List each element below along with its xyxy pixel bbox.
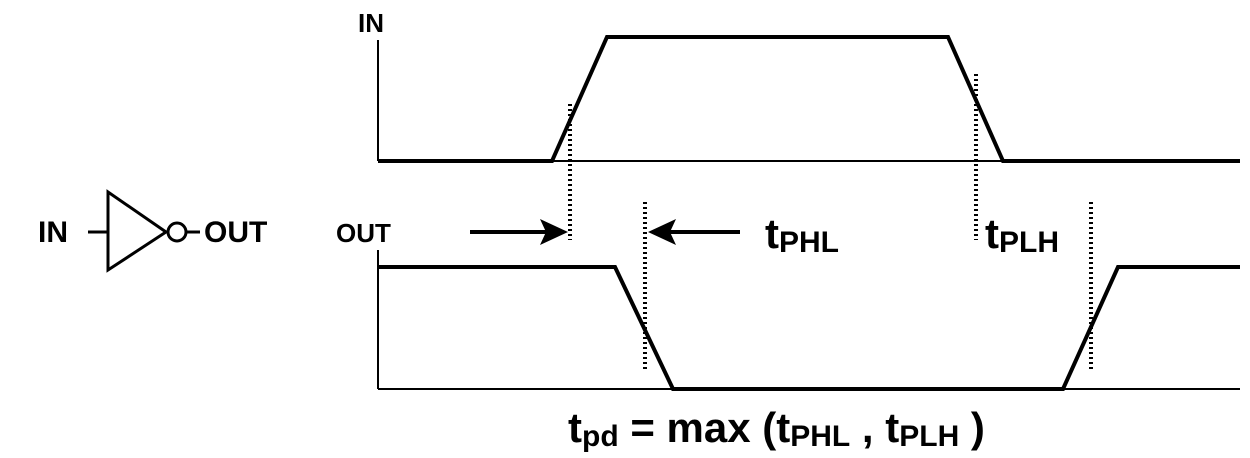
inverter-output-label: OUT: [204, 216, 267, 249]
tphl-arrows: [470, 219, 740, 245]
inverter-bubble-icon: [166, 221, 188, 243]
formula-max: max (: [667, 404, 777, 451]
input-waveform-panel: IN: [358, 8, 1240, 240]
tphl-label-sub: PHL: [779, 226, 839, 259]
formula-arg2-t: t: [885, 404, 899, 451]
output-signal-trace: [378, 265, 1240, 391]
formula-close: ): [959, 404, 985, 451]
tplh-label-t: t: [985, 210, 999, 257]
formula-lhs-sub: pd: [582, 420, 619, 453]
formula-equals: =: [619, 404, 667, 451]
formula-arg1-t: t: [776, 404, 790, 451]
tplh-label-sub: PLH: [999, 226, 1059, 259]
formula-arg2-sub: PLH: [899, 420, 959, 453]
input-waveform-label: IN: [358, 8, 384, 38]
tphl-left-arrowhead-icon: [540, 219, 568, 245]
output-waveform-panel: OUT: [336, 202, 1240, 391]
inverter-symbol: IN OUT: [38, 189, 267, 273]
formula-comma: ,: [850, 404, 885, 451]
formula-lhs-t: t: [568, 404, 582, 451]
propagation-delay-formula: tpd = max (tPHL , tPLH ): [568, 404, 985, 453]
tphl-right-arrowhead-icon: [648, 219, 676, 245]
tphl-label-t: t: [765, 210, 779, 257]
tplh-label: tPLH: [985, 210, 1059, 259]
input-signal-trace: [378, 35, 1240, 163]
tphl-label: tPHL: [765, 210, 839, 259]
formula-arg1-sub: PHL: [790, 420, 850, 453]
inverter-input-label: IN: [38, 216, 68, 249]
output-waveform-label: OUT: [336, 218, 391, 248]
inverter-triangle-icon: [106, 189, 169, 273]
